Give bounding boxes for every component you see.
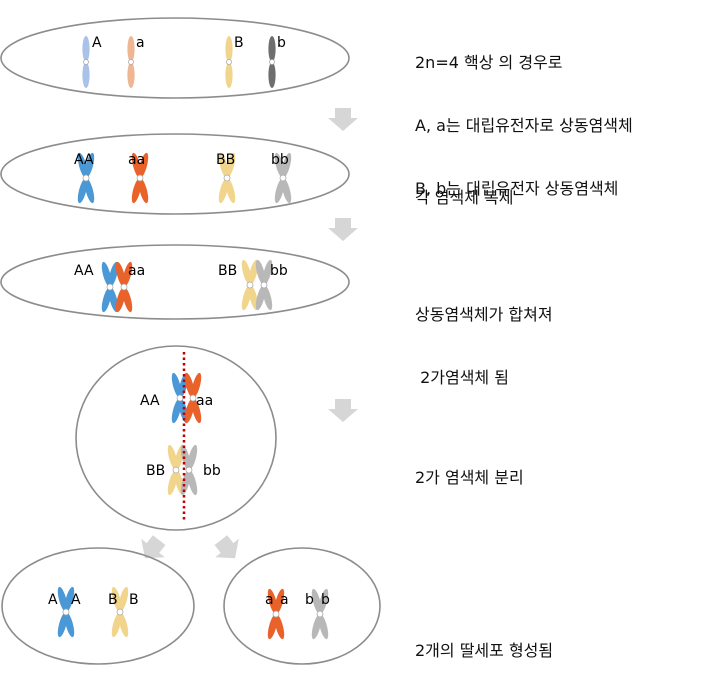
label: BB xyxy=(146,463,165,479)
caption-line: A, a는 대립유전자로 상동염색체 xyxy=(415,116,633,135)
cell-1 xyxy=(0,17,350,99)
label: B xyxy=(234,35,244,51)
daughter-cell-left xyxy=(1,547,195,665)
arrow-left-daughter xyxy=(133,530,171,568)
label: bb xyxy=(203,463,221,479)
label: A xyxy=(71,592,81,608)
caption-line: 2가염색체 됨 xyxy=(415,368,509,387)
caption-stage-5: 2개의 딸세포 형성됨 xyxy=(415,598,553,682)
chromosome-b xyxy=(268,36,276,88)
label: aa xyxy=(128,152,145,168)
stage-4: AA aa BB bb xyxy=(75,345,277,531)
label: aa xyxy=(128,263,145,279)
arrow-2 xyxy=(328,218,358,241)
label: BB xyxy=(216,152,235,168)
caption-line: 상동염색체가 합쳐져 xyxy=(415,305,553,324)
label: b xyxy=(321,592,330,608)
caption-line: 2n=4 핵상 의 경우로 xyxy=(415,53,563,72)
stage-1: A a B b xyxy=(0,17,350,99)
arrow-3 xyxy=(328,399,358,422)
label: AA xyxy=(74,263,94,279)
label: B xyxy=(108,592,118,608)
cell-4 xyxy=(75,345,277,531)
chromosome-a xyxy=(127,36,135,88)
label: a xyxy=(280,592,289,608)
label: b xyxy=(277,35,286,51)
caption-line: B, b는 대립유전자 상동염색체 xyxy=(415,179,619,198)
label: bb xyxy=(271,152,289,168)
caption-line: 2가 염색체 분리 xyxy=(415,468,524,487)
label: A xyxy=(48,592,58,608)
stage-2: AA aa BB bb xyxy=(0,133,350,215)
stage-3: AA aa BB bb xyxy=(0,244,350,320)
label: b xyxy=(305,592,314,608)
label: B xyxy=(129,592,139,608)
chromosome-A xyxy=(82,36,90,88)
caption-stage-3: 상동염색체가 합쳐져 2가염색체 됨 xyxy=(415,262,553,409)
arrow-right-daughter xyxy=(209,530,247,568)
arrow-1 xyxy=(328,108,358,131)
stage-5: A A B B a a b b xyxy=(1,547,381,665)
label: a xyxy=(136,35,145,51)
caption-stage-4: 2가 염색체 분리 xyxy=(415,425,524,509)
label: bb xyxy=(270,263,288,279)
caption-stage-2: 각 염색체 복제 xyxy=(415,145,514,229)
cell-2 xyxy=(0,133,350,215)
caption-line: 2개의 딸세포 형성됨 xyxy=(415,641,554,660)
label: BB xyxy=(218,263,237,279)
caption-stage-1: 2n=4 핵상 의 경우로 A, a는 대립유전자로 상동염색체 B, b는 대… xyxy=(415,10,633,220)
label: A xyxy=(92,35,102,51)
label: AA xyxy=(140,393,160,409)
chromosome-B xyxy=(225,36,233,88)
cell-3 xyxy=(0,244,350,320)
bivalent-Bb xyxy=(166,444,199,496)
label: AA xyxy=(74,152,94,168)
label: a xyxy=(265,592,274,608)
label: aa xyxy=(196,393,213,409)
daughter-cell-right xyxy=(223,547,381,665)
caption-line: 각 염색체 복제 xyxy=(415,188,514,207)
